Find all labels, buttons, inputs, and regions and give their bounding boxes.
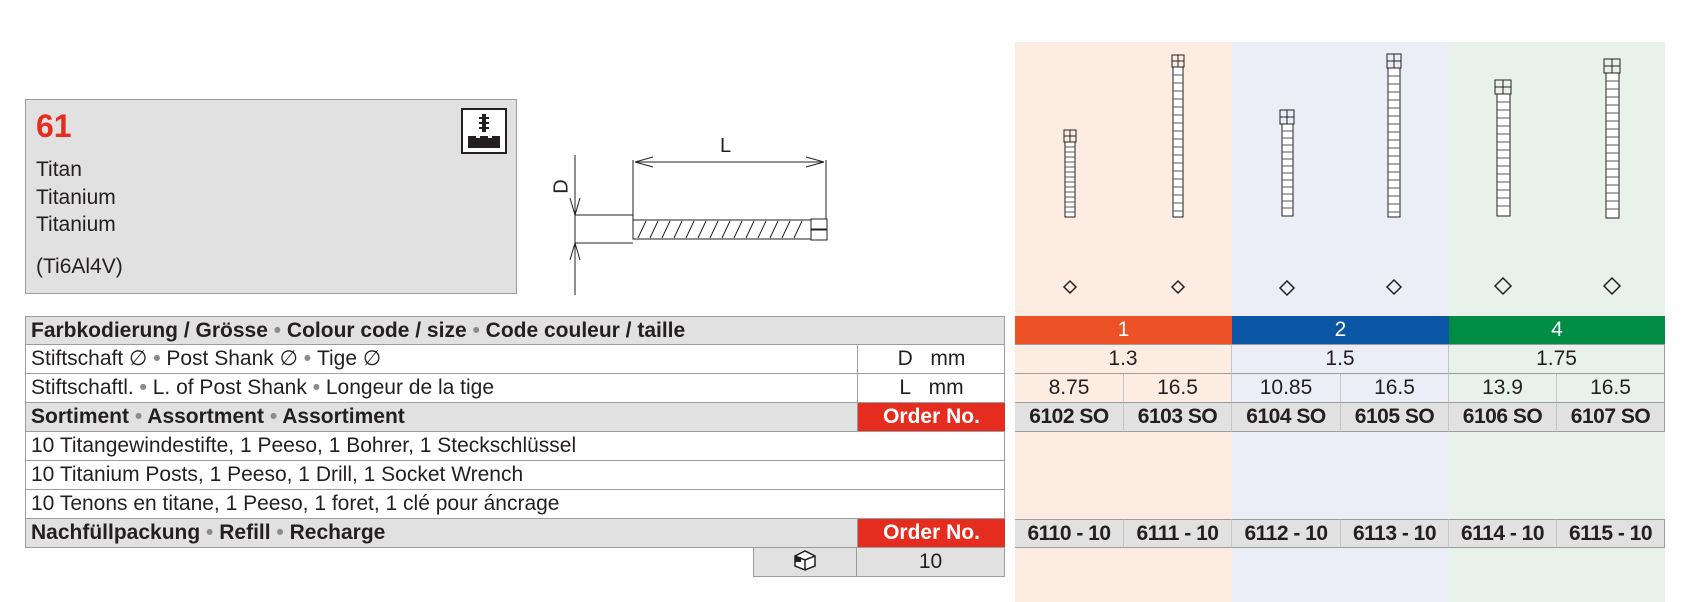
post-length-fr: Longeur de la tige xyxy=(325,376,495,399)
contents-line-de: 10 Titangewindestifte, 1 Peeso, 1 Bohrer… xyxy=(25,432,1005,461)
refill-code-6112[interactable]: 6112 - 10 xyxy=(1232,519,1341,548)
post-length-6105: 16.5 xyxy=(1341,374,1449,403)
post-illustration-6105 xyxy=(1379,50,1409,300)
product-number: 61 xyxy=(36,108,72,144)
material-en: Titanium xyxy=(36,186,116,209)
post-illustration-6106 xyxy=(1487,76,1519,300)
post-illustration-6107 xyxy=(1596,55,1628,300)
post-shank-unit: D mm xyxy=(857,345,1005,374)
refill-code-6114[interactable]: 6114 - 10 xyxy=(1449,519,1557,548)
assortment-code-6104[interactable]: 6104 SO xyxy=(1232,403,1341,432)
post-length-6104: 10.85 xyxy=(1232,374,1341,403)
post-shank-row-label: Stiftschaft ∅ • Post Shank ∅ • Tige ∅ xyxy=(25,345,1005,374)
material-fr: Titanium xyxy=(36,213,116,236)
colour-code-en: Colour code / size xyxy=(286,319,467,342)
post-length-en: L. of Post Shank xyxy=(152,376,307,399)
post-illustration-6102 xyxy=(1055,125,1085,300)
shank-diameter-size-2: 1.5 xyxy=(1232,345,1449,374)
post-dimension-drawing: L D xyxy=(550,130,840,300)
refill-fr: Recharge xyxy=(289,521,386,544)
contents-line-en: 10 Titanium Posts, 1 Peeso, 1 Drill, 1 S… xyxy=(25,461,1005,490)
assortment-row-label: Sortiment • Assortment • Assortiment xyxy=(25,403,1005,432)
assortment-code-6105[interactable]: 6105 SO xyxy=(1341,403,1449,432)
assortment-fr: Assortiment xyxy=(282,405,405,428)
refill-code-6110[interactable]: 6110 - 10 xyxy=(1015,519,1124,548)
post-length-6106: 13.9 xyxy=(1449,374,1557,403)
assortment-order-no-label: Order No. xyxy=(857,403,1005,432)
product-info-box: 61 Titan Titanium Titanium (Ti6Al4V) xyxy=(25,99,517,294)
length-dimension-label: L xyxy=(720,135,732,157)
package-box-icon xyxy=(792,549,818,576)
post-illustration-6103 xyxy=(1163,50,1193,300)
assortment-code-6106[interactable]: 6106 SO xyxy=(1449,403,1557,432)
assortment-code-6107[interactable]: 6107 SO xyxy=(1557,403,1665,432)
post-illustration-6104 xyxy=(1272,105,1302,300)
assortment-en: Assortment xyxy=(147,405,264,428)
post-length-unit: L mm xyxy=(857,374,1005,403)
post-shank-unit-symbol: D xyxy=(897,347,913,370)
post-shank-de: Stiftschaft ∅ xyxy=(31,347,148,370)
refill-code-6115[interactable]: 6115 - 10 xyxy=(1557,519,1665,548)
size-badge-2: 2 xyxy=(1232,316,1449,345)
refill-row-label: Nachfüllpackung • Refill • Recharge xyxy=(25,519,1005,548)
post-length-de: Stiftschaftl. xyxy=(31,376,134,399)
post-length-6103: 16.5 xyxy=(1124,374,1232,403)
refill-order-no-label: Order No. xyxy=(857,519,1005,548)
colour-code-row-label: Farbkodierung / Grösse • Colour code / s… xyxy=(25,316,1005,345)
size-badge-4: 4 xyxy=(1449,316,1665,345)
package-quantity: 10 xyxy=(857,548,1005,577)
refill-code-6111[interactable]: 6111 - 10 xyxy=(1124,519,1232,548)
colour-code-fr: Code couleur / taille xyxy=(485,319,686,342)
assortment-de: Sortiment xyxy=(31,405,130,428)
diameter-dimension-label: D xyxy=(550,179,573,194)
refill-en: Refill xyxy=(219,521,271,544)
post-shank-en: Post Shank ∅ xyxy=(166,347,298,370)
shank-diameter-size-4: 1.75 xyxy=(1449,345,1665,374)
post-length-6107: 16.5 xyxy=(1557,374,1665,403)
material-de: Titan xyxy=(36,158,82,181)
post-shank-unit-mm: mm xyxy=(930,347,966,370)
colour-code-de: Farbkodierung / Grösse xyxy=(31,319,268,342)
assortment-code-6103[interactable]: 6103 SO xyxy=(1124,403,1232,432)
refill-code-6113[interactable]: 6113 - 10 xyxy=(1341,519,1449,548)
post-length-unit-symbol: L xyxy=(899,376,912,399)
post-length-row-label: Stiftschaftl. • L. of Post Shank • Longe… xyxy=(25,374,1005,403)
shank-diameter-size-1: 1.3 xyxy=(1015,345,1232,374)
assortment-code-6102[interactable]: 6102 SO xyxy=(1015,403,1124,432)
refill-de: Nachfüllpackung xyxy=(31,521,201,544)
post-shank-fr: Tige ∅ xyxy=(316,347,382,370)
alloy-label: (Ti6Al4V) xyxy=(36,255,123,278)
size-badge-1: 1 xyxy=(1015,316,1232,345)
post-length-6102: 8.75 xyxy=(1015,374,1124,403)
contents-line-fr: 10 Tenons en titane, 1 Peeso, 1 foret, 1… xyxy=(25,490,1005,519)
package-icon-cell xyxy=(753,548,857,577)
post-system-icon xyxy=(461,108,507,154)
post-length-unit-mm: mm xyxy=(928,376,964,399)
